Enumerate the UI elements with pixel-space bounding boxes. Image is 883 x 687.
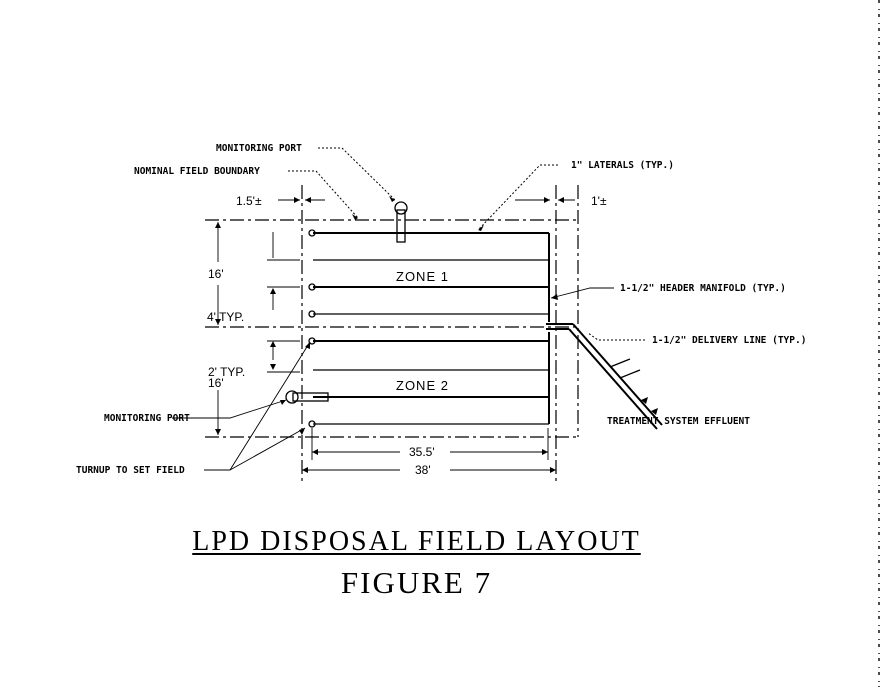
monitoring-port-top-icon xyxy=(394,201,408,243)
end-spacing-dim: 2' TYP. xyxy=(208,365,245,379)
monitoring-port-bottom-label: MONITORING PORT xyxy=(104,413,190,424)
delivery-line-label: 1-1/2" DELIVERY LINE (TYP.) xyxy=(652,335,806,346)
leader-lines xyxy=(172,147,645,471)
dimension-lines xyxy=(215,197,575,473)
delivery-line-pipe xyxy=(546,323,663,430)
header-manifold-label: 1-1/2" HEADER MANIFOLD (TYP.) xyxy=(620,283,786,294)
scan-edge-marks xyxy=(878,0,880,687)
lateral-spacing-dim: 4' TYP. xyxy=(207,310,244,324)
field-length-dim: 38' xyxy=(415,463,431,477)
zone-1-label: ZONE 1 xyxy=(396,269,449,284)
lateral-length-dim: 35.5' xyxy=(409,445,435,459)
nominal-field-boundary xyxy=(205,185,580,485)
figure-number: FIGURE 7 xyxy=(340,565,493,600)
laterals-label: 1" LATERALS (TYP.) xyxy=(571,160,674,171)
zone-1-laterals xyxy=(308,229,550,322)
turnup-label: TURNUP TO SET FIELD xyxy=(76,465,185,476)
treatment-effluent-label: TREATMENT SYSTEM EFFLUENT xyxy=(607,416,750,427)
left-offset-dim: 1.5'± xyxy=(236,194,262,208)
zone-2-laterals xyxy=(308,332,550,428)
zone-2-label: ZONE 2 xyxy=(396,378,449,393)
drawing-title: LPD DISPOSAL FIELD LAYOUT xyxy=(192,526,641,557)
monitoring-port-bottom-icon xyxy=(285,390,329,404)
zone1-height-dim: 16' xyxy=(208,267,224,281)
right-offset-dim: 1'± xyxy=(591,194,607,208)
nominal-field-boundary-label: NOMINAL FIELD BOUNDARY xyxy=(134,166,260,177)
zone2-height-dim: 16' xyxy=(208,376,224,390)
monitoring-port-top-label: MONITORING PORT xyxy=(216,143,302,154)
